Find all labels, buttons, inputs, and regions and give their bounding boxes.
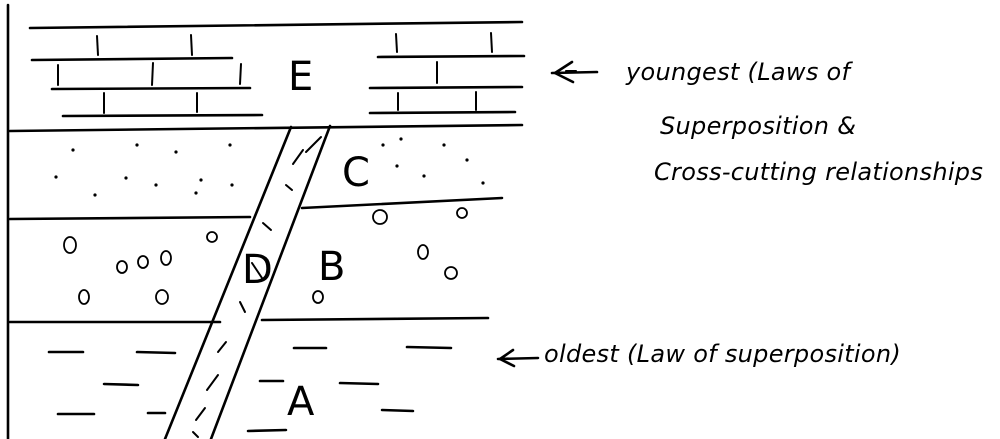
youngest-note-line-3: Cross-cutting relationships (654, 158, 983, 186)
oldest-annotation: oldest (Law of superposition) (496, 340, 901, 368)
layer-label-d: D (242, 247, 273, 293)
youngest-annotation: youngest (Laws of Superposition & Cross-… (550, 58, 983, 186)
youngest-note-line-1: youngest (Laws of (625, 58, 854, 86)
layer-c-sandstone (8, 137, 504, 221)
layer-label-e: E (288, 54, 313, 100)
layer-d-dike (163, 124, 332, 439)
layer-e-limestone (8, 20, 526, 133)
layer-label-b: B (318, 244, 345, 290)
oldest-note: oldest (Law of superposition) (544, 340, 901, 368)
layer-a-shale (47, 345, 453, 433)
layer-b-conglomerate (8, 207, 490, 324)
layer-label-c: C (342, 150, 370, 196)
youngest-note-line-2: Superposition & (660, 112, 856, 140)
left-arrow-icon (550, 60, 599, 84)
left-arrow-icon (496, 348, 540, 368)
layer-label-a: A (287, 379, 315, 425)
